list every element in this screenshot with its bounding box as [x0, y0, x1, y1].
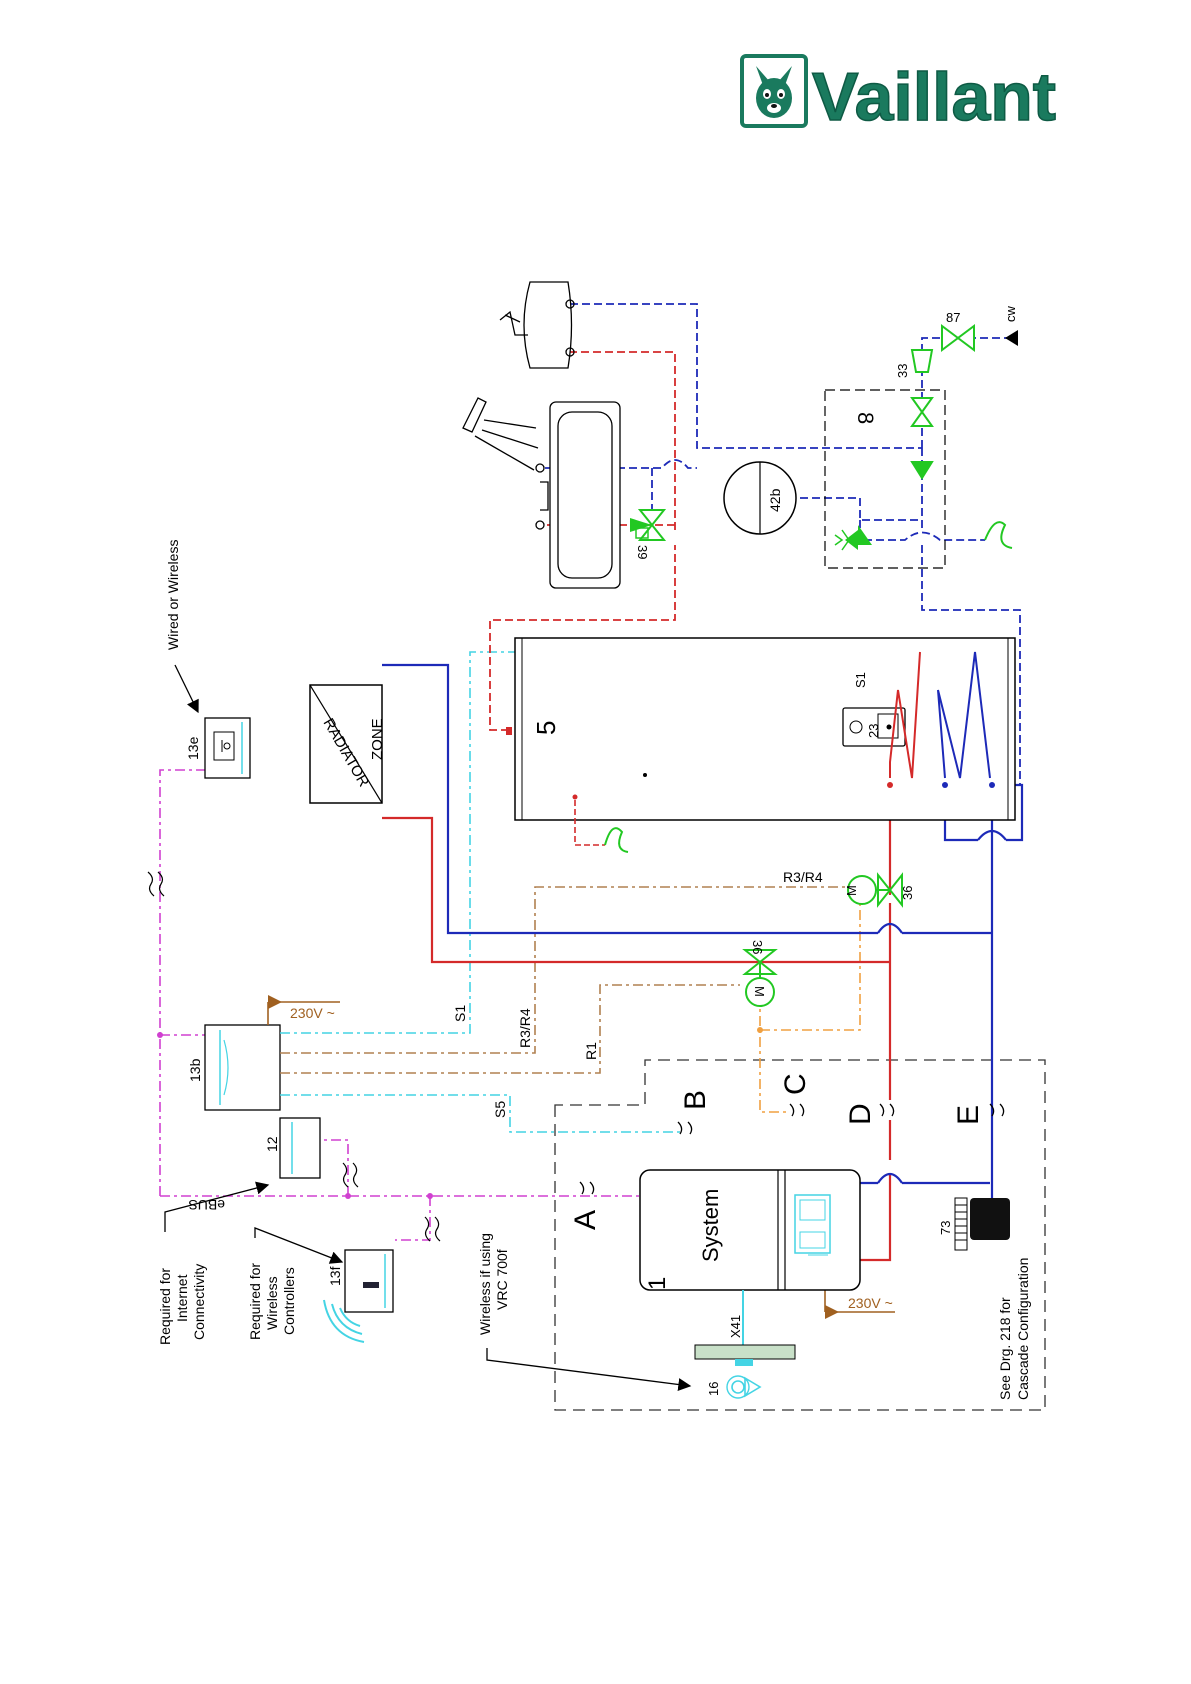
svg-text:12: 12: [264, 1136, 280, 1152]
svg-text:13e: 13e: [185, 736, 201, 760]
wired-or-wireless-label: Wired or Wireless: [165, 540, 181, 650]
svg-text:X41: X41: [728, 1315, 743, 1338]
zone-valve-36-cylinder: M 36: [844, 875, 915, 905]
svg-text:5: 5: [531, 721, 561, 735]
section-a: A: [569, 1210, 602, 1230]
svg-text:cw: cw: [1003, 306, 1018, 323]
section-d: D: [844, 1103, 877, 1125]
svg-text:Wireless: Wireless: [264, 1276, 280, 1330]
svg-text:System: System: [698, 1189, 723, 1262]
svg-text:13b: 13b: [187, 1058, 203, 1082]
valve-87: 87: [942, 310, 974, 350]
svg-text:Required for: Required for: [247, 1263, 263, 1340]
strainer-33: 33: [895, 350, 932, 378]
cascade-note: See Drg. 218 for Cascade Configuration: [997, 1258, 1031, 1400]
svg-text:13f: 13f: [327, 1266, 343, 1286]
svg-text:73: 73: [938, 1221, 953, 1235]
svg-text:1: 1: [644, 1277, 671, 1290]
svg-text:33: 33: [895, 364, 910, 378]
section-e: E: [952, 1105, 985, 1125]
controller-13e: 13e: [185, 718, 250, 778]
svg-text:36: 36: [750, 940, 765, 954]
basin: [500, 282, 574, 368]
wireless-ctrl-note: Required for Wireless Controllers: [247, 1263, 297, 1340]
svg-text:230V ~: 230V ~: [290, 1005, 335, 1021]
svg-text:Cascade Configuration: Cascade Configuration: [1015, 1258, 1031, 1400]
tmv-39: 39: [630, 510, 664, 559]
controller-13f: 13f: [324, 1250, 393, 1342]
svg-text:Controllers: Controllers: [281, 1267, 297, 1335]
r3r4-wire: [280, 887, 865, 1053]
svg-text:Internet: Internet: [174, 1274, 190, 1322]
hot-water-cylinder: 5 23 S1: [506, 638, 1015, 820]
boiler-system: System 1: [640, 1170, 860, 1290]
svg-text:16: 16: [706, 1382, 721, 1396]
r1-wire: [280, 985, 740, 1073]
flow-pipe-zone: [382, 818, 890, 962]
svg-text:42b: 42b: [767, 488, 783, 512]
svg-text:M: M: [752, 986, 767, 997]
svg-text:39: 39: [635, 545, 650, 559]
svg-text:ZONE: ZONE: [369, 718, 386, 760]
internet-note: Required for Internet Connectivity: [157, 1264, 207, 1345]
expansion-link: [800, 498, 922, 520]
radiator-zone: RADIATOR ZONE: [310, 685, 386, 803]
x41-connector: X41: [695, 1315, 795, 1366]
zone-valve-36-radiator: M 36: [745, 940, 775, 1006]
svg-text:M: M: [844, 885, 859, 896]
s5-wire: [280, 1095, 680, 1132]
power-supply-13b: 230V ~: [268, 995, 340, 1025]
bath: [536, 402, 620, 588]
section-b: B: [679, 1090, 712, 1110]
svg-text:S1: S1: [853, 672, 868, 688]
antenna-16: 16: [706, 1376, 760, 1398]
dhw-cold: [570, 304, 922, 448]
svg-text:Wireless if using: Wireless if using: [477, 1233, 493, 1335]
controller-12: 12: [264, 1118, 320, 1178]
flow-pipe: [860, 785, 890, 1260]
svg-text:Connectivity: Connectivity: [191, 1264, 207, 1340]
svg-text:See Drg. 218 for: See Drg. 218 for: [997, 1297, 1013, 1400]
svg-text:230V ~: 230V ~: [848, 1295, 893, 1311]
cw-arrow-icon: [1005, 330, 1018, 346]
svg-text:36: 36: [900, 886, 915, 900]
cw-feed: [922, 338, 1012, 448]
return-pipe-main: [848, 785, 992, 1205]
expansion-vessel-42b: 42b: [724, 462, 796, 534]
svg-text:8: 8: [853, 412, 878, 424]
svg-text:R1: R1: [583, 1042, 599, 1060]
ebus-wiring: [160, 770, 640, 1240]
unvented-kit-8: 8: [825, 390, 945, 568]
vrc-note: Wireless if using VRC 700f: [477, 1233, 510, 1335]
svg-text:VRC 700f: VRC 700f: [494, 1249, 510, 1310]
svg-text:23: 23: [866, 724, 881, 738]
svg-text:87: 87: [946, 310, 960, 325]
svg-text:R3/R4: R3/R4: [783, 869, 823, 885]
svg-text:S5: S5: [492, 1101, 508, 1118]
device-73: 73: [938, 1198, 1010, 1250]
svg-text:S1: S1: [452, 1005, 468, 1022]
section-c: C: [779, 1073, 812, 1095]
controller-13b: 13b: [187, 1025, 280, 1110]
svg-text:R3/R4: R3/R4: [517, 1008, 533, 1048]
shower-icon: [463, 398, 538, 470]
svg-text:Required for: Required for: [157, 1268, 173, 1345]
